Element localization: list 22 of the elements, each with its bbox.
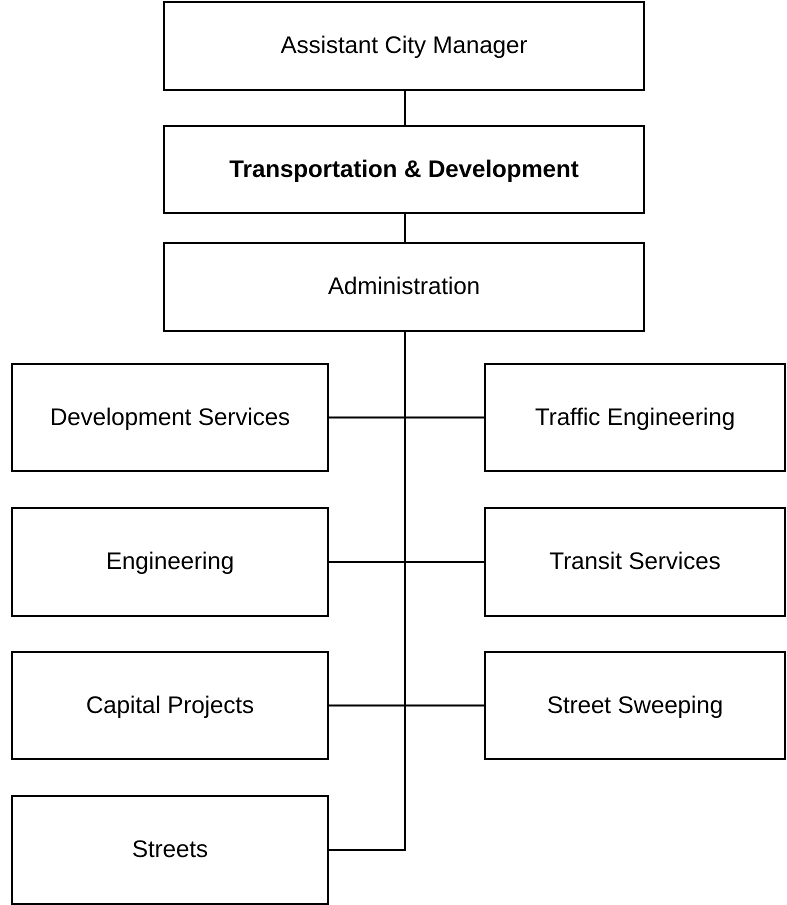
org-box bbox=[11, 507, 329, 617]
connector-line bbox=[404, 214, 406, 242]
box-label: Capital Projects bbox=[86, 692, 254, 720]
org-box bbox=[163, 1, 645, 91]
box-label: Street Sweeping bbox=[546, 692, 724, 720]
box-label: Traffic Engineering bbox=[534, 404, 736, 432]
org-box bbox=[11, 795, 329, 905]
org-box bbox=[11, 363, 329, 472]
box-label: Engineering bbox=[106, 548, 234, 576]
box-label: Assistant City Manager bbox=[280, 32, 528, 60]
connector-line bbox=[404, 91, 406, 125]
box-label: Development Services bbox=[50, 404, 290, 432]
org-box bbox=[484, 651, 786, 760]
box-label: Administration bbox=[328, 273, 480, 301]
org-box bbox=[11, 651, 329, 760]
box-label: Streets bbox=[132, 836, 208, 864]
org-box bbox=[163, 242, 645, 332]
box-label: Transit Services bbox=[549, 548, 721, 576]
org-box bbox=[484, 507, 786, 617]
org-box bbox=[484, 363, 786, 472]
box-label: Transportation & Development bbox=[229, 156, 579, 184]
org-box bbox=[163, 125, 645, 214]
